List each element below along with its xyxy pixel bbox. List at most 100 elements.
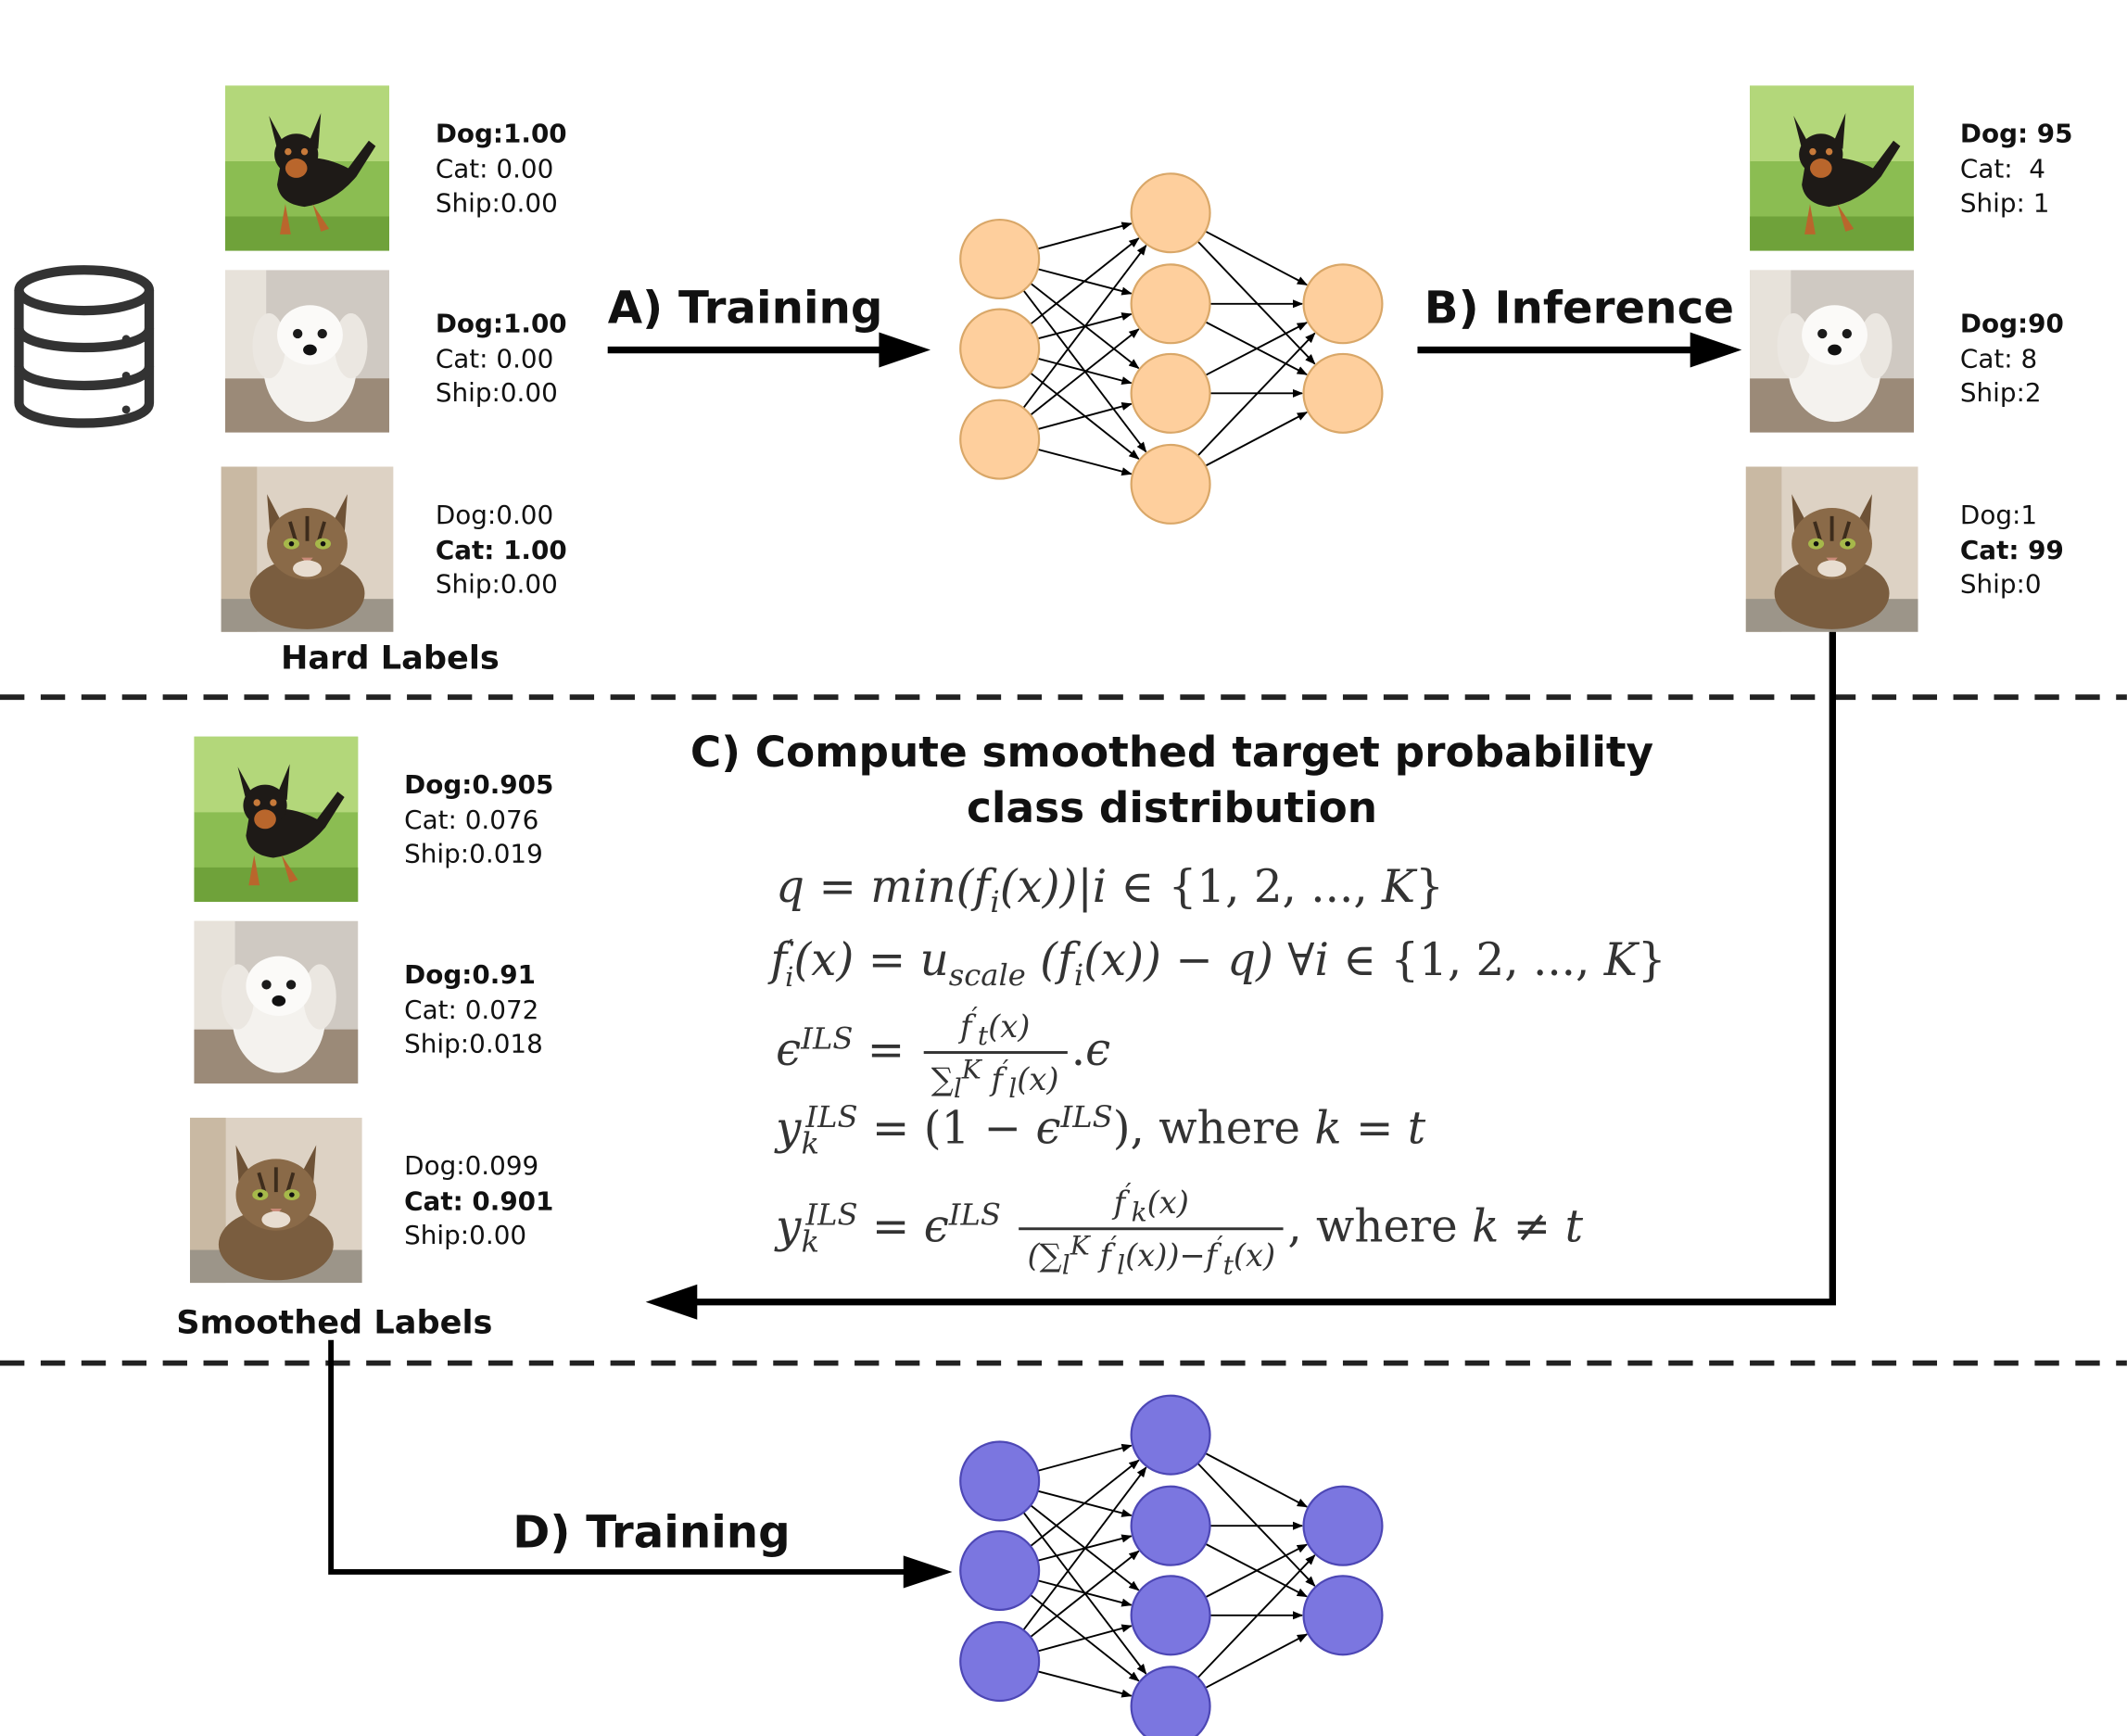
label-line: Ship:0.00 — [435, 569, 558, 600]
step-d-label: D) Training — [513, 1505, 791, 1559]
network-node — [1130, 443, 1211, 525]
smoothed-label-text-1: Dog:0.905 Cat: 0.076 Ship:0.019 — [404, 769, 553, 873]
label-line: Cat: 0.00 — [435, 154, 554, 184]
network-node — [1302, 1575, 1384, 1656]
label-line: Ship:0.019 — [404, 839, 543, 869]
network-edge — [1037, 1624, 1133, 1653]
label-line: Cat: 4 — [1959, 154, 2046, 184]
equation-3: ϵILS = f′t(x)∑lK f′l(x).ϵ — [776, 1000, 1111, 1105]
label-line: Cat: 99 — [1959, 535, 2064, 565]
network-edge — [1022, 1466, 1147, 1631]
smoothed-label-text-3: Dog:0.099 Cat: 0.901 Ship:0.00 — [404, 1150, 553, 1254]
arrow-d-training — [328, 1339, 953, 1589]
label-line: Ship:2 — [1959, 378, 2042, 409]
inference-text-1: Dog: 95 Cat: 4 Ship: 1 — [1960, 118, 2073, 222]
network-edge — [1030, 1550, 1140, 1638]
label-line: Cat: 1.00 — [435, 535, 567, 565]
smoothed-dog-photo-1 — [194, 736, 359, 903]
label-line: Dog:90 — [1959, 309, 2064, 339]
network-node — [1130, 1485, 1211, 1566]
hard-cat-photo — [221, 466, 394, 632]
network-edge — [1030, 328, 1140, 416]
network-node — [1130, 263, 1211, 345]
network-edge — [1037, 448, 1133, 476]
network-node — [959, 1529, 1041, 1612]
equation-4: ykILS = (1 − ϵILS), where k = t — [776, 1101, 1426, 1162]
network-edge — [1030, 1459, 1140, 1547]
label-line: Dog:0.099 — [404, 1151, 539, 1182]
label-line: Dog: 95 — [1959, 119, 2073, 149]
network-node — [959, 1621, 1041, 1703]
inference-text-3: Dog:1 Cat: 99 Ship:0 — [1960, 499, 2064, 602]
inference-dog-photo-2 — [1750, 270, 1915, 433]
hard-label-text-1: Dog:1.00 Cat: 0.00 Ship:0.00 — [436, 118, 567, 222]
label-line: Dog:1.00 — [435, 309, 567, 339]
label-line: Cat: 0.072 — [404, 995, 539, 1025]
network-node — [1302, 263, 1384, 345]
network-edge — [1037, 222, 1133, 250]
network-node — [1302, 352, 1384, 434]
network-edge — [1205, 1543, 1309, 1599]
network-node — [959, 399, 1041, 480]
neural-network-top — [959, 172, 1384, 525]
database-icon — [14, 265, 155, 428]
network-edge — [1022, 244, 1147, 409]
hard-dog-photo-2 — [224, 270, 390, 433]
equation-2: f′i(x) = uscale (fi(x)) − q) ∀i ∈ {1, 2,… — [770, 932, 1666, 995]
arrow-a-training — [607, 332, 931, 368]
label-line: Dog:1.00 — [435, 119, 567, 149]
hard-label-text-2: Dog:1.00 Cat: 0.00 Ship:0.00 — [436, 308, 567, 412]
hard-labels-caption: Hard Labels — [280, 639, 500, 678]
network-edge — [1196, 240, 1316, 365]
arrow-b-inference — [1417, 332, 1742, 368]
arrow-c-feedback — [645, 627, 1836, 1320]
network-edge — [1205, 411, 1309, 467]
smoothed-dog-photo-2 — [194, 920, 359, 1084]
step-b-label: B) Inference — [1424, 280, 1734, 334]
network-edge — [1205, 1633, 1309, 1689]
network-edge — [1205, 1452, 1309, 1508]
smoothed-label-text-2: Dog:0.91 Cat: 0.072 Ship:0.018 — [404, 959, 543, 1063]
neural-network-bottom — [959, 1394, 1384, 1736]
smoothed-cat-photo — [189, 1117, 362, 1284]
network-node — [959, 218, 1041, 300]
network-edge — [1205, 230, 1309, 286]
network-edge — [1196, 1554, 1316, 1679]
network-node — [959, 1440, 1041, 1522]
label-line: Ship: 1 — [1959, 188, 2050, 219]
network-node — [1130, 1575, 1211, 1656]
label-line: Ship:0 — [1959, 569, 2042, 600]
inference-cat-photo — [1745, 466, 1918, 632]
label-line: Cat: 0.901 — [404, 1185, 554, 1216]
inference-dog-photo-1 — [1750, 85, 1915, 251]
network-node — [1130, 1394, 1211, 1476]
step-c-title: C) Compute smoothed target probability c… — [690, 728, 1654, 833]
network-edge — [1037, 1670, 1133, 1698]
network-edge — [1196, 1463, 1316, 1587]
network-edge — [1205, 322, 1309, 376]
network-node — [1130, 172, 1211, 254]
label-line: Dog:0.905 — [404, 770, 554, 801]
network-node — [1130, 352, 1211, 434]
label-line: Dog:0.91 — [404, 960, 536, 991]
smoothed-labels-caption: Smoothed Labels — [176, 1303, 493, 1342]
label-line: Cat: 0.076 — [404, 805, 539, 835]
inference-text-2: Dog:90 Cat: 8 Ship:2 — [1960, 308, 2064, 412]
equation-5: ykILS = ϵILS f′k(x)(∑lK f′l(x))−f′t(x), … — [776, 1177, 1583, 1282]
label-line: Ship:0.00 — [404, 1220, 527, 1251]
label-line: Dog:0.00 — [435, 500, 554, 531]
hard-dog-photo-1 — [224, 85, 390, 251]
label-line: Dog:1 — [1959, 500, 2038, 531]
network-edge — [1037, 1443, 1133, 1472]
label-line: Cat: 8 — [1959, 343, 2038, 374]
equation-1: q = min(fi(x))|i ∈ {1, 2, ..., K} — [776, 859, 1444, 920]
label-line: Ship:0.018 — [404, 1029, 543, 1059]
label-line: Cat: 0.00 — [435, 343, 554, 374]
network-edge — [1030, 237, 1140, 325]
hard-label-text-3: Dog:0.00 Cat: 1.00 Ship:0.00 — [436, 499, 567, 602]
network-edge — [1037, 357, 1133, 386]
network-edge — [1196, 332, 1316, 457]
network-node — [959, 308, 1041, 389]
label-line: Ship:0.00 — [435, 378, 558, 409]
